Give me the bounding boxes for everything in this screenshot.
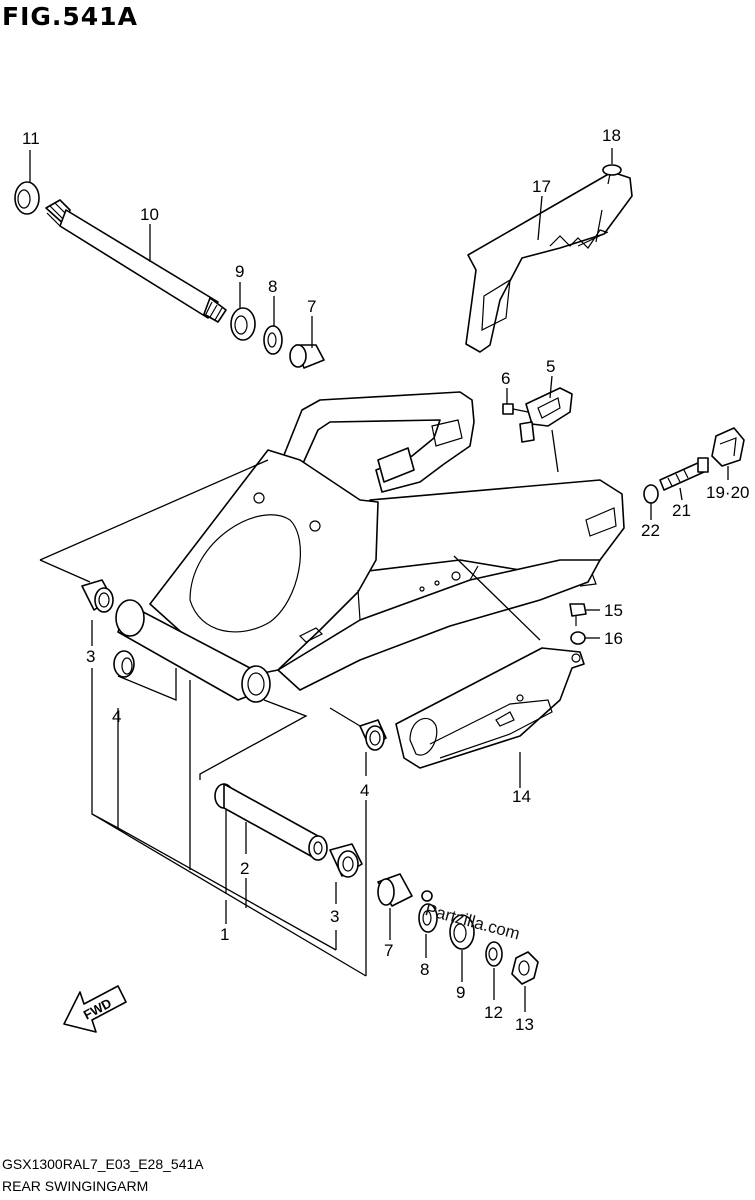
footer-name: REAR SWINGINGARM — [2, 1178, 149, 1194]
part-7-collar-top — [289, 344, 325, 369]
part-9-bearing-bottom — [449, 914, 475, 950]
callout-21: 21 — [672, 501, 691, 520]
part-11-seal — [14, 181, 40, 215]
callout-9-top: 9 — [235, 262, 244, 281]
callout-8-bottom: 8 — [420, 960, 429, 979]
part-8-washer-bottom — [418, 903, 438, 933]
leader-lines — [29, 148, 729, 1012]
part-7-collar-bottom — [377, 873, 413, 907]
callout-numbers: 11 10 9 8 7 18 17 5 6 19·20 21 22 15 16 … — [22, 126, 749, 1034]
callout-2: 2 — [240, 859, 249, 878]
part-4-bearing-left — [113, 650, 135, 678]
part-12-washer — [485, 941, 503, 967]
part-15-bolt — [569, 603, 587, 626]
callout-16: 16 — [604, 629, 623, 648]
callout-10: 10 — [140, 205, 159, 224]
callout-13: 13 — [515, 1015, 534, 1034]
part-21-adjuster-bolt — [659, 457, 709, 491]
callout-5: 5 — [546, 357, 555, 376]
small-washer — [421, 890, 433, 902]
callout-17: 17 — [532, 177, 551, 196]
fwd-arrow-icon: FWD — [63, 985, 127, 1033]
part-10-pivot-shaft — [45, 199, 227, 323]
part-13-nut — [511, 951, 539, 985]
callout-4-right: 4 — [360, 781, 369, 800]
figure-title: FIG.541A — [2, 2, 138, 31]
part-6-bolt — [502, 403, 529, 415]
callout-6: 6 — [501, 369, 510, 388]
callout-9-bottom: 9 — [456, 983, 465, 1002]
callout-11: 11 — [22, 129, 40, 148]
callout-12: 12 — [484, 1003, 503, 1022]
footer-code: GSX1300RAL7_E03_E28_541A — [2, 1156, 204, 1172]
fwd-label: FWD — [81, 995, 114, 1022]
part-3-bearing-right — [329, 843, 363, 878]
part-17-chain-cover — [465, 171, 633, 353]
part-1-swingarm — [115, 391, 625, 703]
part-14-chain-guide — [395, 647, 585, 769]
part-4-bearing-right — [359, 719, 387, 751]
part-16-nut — [570, 631, 586, 645]
callout-8-top: 8 — [268, 277, 277, 296]
callout-19-20: 19·20 — [706, 483, 749, 502]
callout-14: 14 — [512, 787, 531, 806]
part-5-bracket — [519, 387, 573, 443]
part-2-sleeve — [214, 783, 328, 861]
part-18-screw — [602, 164, 622, 185]
callout-3-left: 3 — [86, 647, 95, 666]
part-3-bearing-left — [81, 579, 114, 613]
callout-1: 1 — [220, 925, 229, 944]
callout-22: 22 — [641, 521, 660, 540]
callout-7-top: 7 — [307, 297, 316, 316]
part-22-nut — [643, 484, 659, 504]
callout-18: 18 — [602, 126, 621, 145]
part-9-bearing-top — [230, 307, 256, 341]
callout-15: 15 — [604, 601, 623, 620]
part-8-washer-top — [263, 325, 283, 355]
callout-7-bottom: 7 — [384, 941, 393, 960]
part-19-20-adjuster — [711, 427, 745, 467]
callout-3-right: 3 — [330, 907, 339, 926]
callout-4-left: 4 — [112, 707, 121, 726]
